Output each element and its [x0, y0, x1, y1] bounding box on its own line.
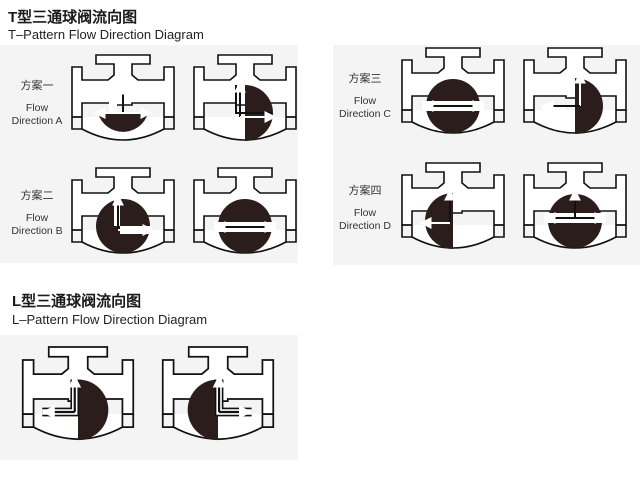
- scheme-b-en-1: Flow: [25, 212, 49, 224]
- l-pattern-title: L型三通球阀流向图: [12, 293, 142, 310]
- scheme-d-en-2: Direction D: [339, 220, 391, 232]
- scheme-a-en-1: Flow: [25, 102, 49, 114]
- scheme-b-en-2: Direction B: [11, 225, 63, 237]
- l-pattern-subtitle: L–Pattern Flow Direction Diagram: [12, 312, 208, 327]
- scheme-b-label: 方案二 Flow Direction B: [2, 190, 72, 238]
- scheme-d-en-1: Flow: [353, 207, 377, 219]
- t-pattern-title: T型三通球阀流向图: [8, 9, 138, 26]
- valve-c-1: [401, 47, 505, 134]
- valve-d-1: [401, 162, 505, 249]
- valve-b-1: [71, 167, 175, 254]
- valve-l-1: [21, 346, 135, 441]
- valve-a-1: [71, 54, 175, 141]
- scheme-c-en-1: Flow: [353, 95, 377, 107]
- scheme-a-en-2: Direction A: [11, 115, 63, 127]
- valve-a-2: [193, 54, 297, 141]
- valve-l-2: [161, 346, 275, 441]
- scheme-d-cn: 方案四: [348, 185, 382, 197]
- scheme-c-cn: 方案三: [348, 73, 382, 85]
- valve-c-2: [523, 47, 627, 134]
- scheme-a-label: 方案一 Flow Direction A: [2, 80, 72, 128]
- t-pattern-subtitle: T–Pattern Flow Direction Diagram: [8, 27, 204, 42]
- scheme-c-label: 方案三 Flow Direction C: [330, 73, 400, 121]
- valve-b-2: [193, 167, 297, 254]
- scheme-c-en-2: Direction C: [339, 108, 391, 120]
- valve-d-2: [523, 162, 627, 249]
- scheme-d-label: 方案四 Flow Direction D: [330, 185, 400, 233]
- scheme-a-cn: 方案一: [20, 80, 54, 92]
- scheme-b-cn: 方案二: [20, 190, 54, 202]
